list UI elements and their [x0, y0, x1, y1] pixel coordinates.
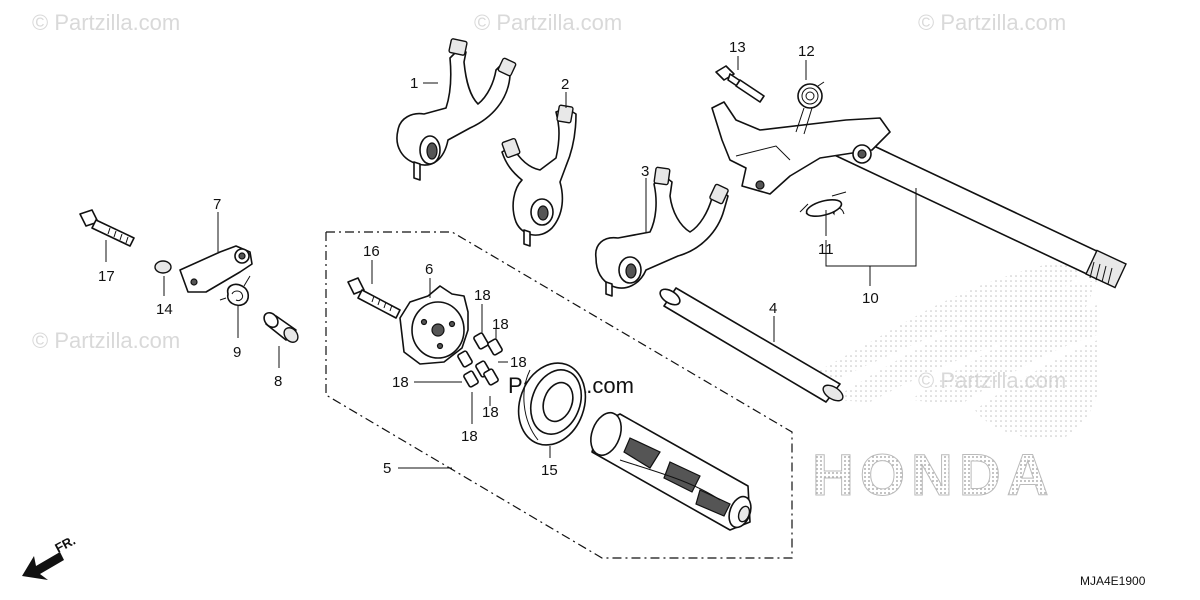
- callout-10: 10: [862, 290, 879, 307]
- callout-14: 14: [156, 301, 173, 318]
- callout-18-e: 18: [482, 404, 499, 421]
- front-direction-indicator: FR.: [22, 533, 78, 580]
- callout-16: 16: [363, 243, 380, 260]
- callout-17: 17: [98, 268, 115, 285]
- callout-18-a: 18: [474, 287, 491, 304]
- bolt-16: [347, 277, 401, 319]
- callout-2: 2: [561, 76, 569, 93]
- callout-labels: 1 2 3 4 5 6 7 8 9 10 11 12 13 14 15 16 1…: [98, 39, 879, 479]
- bolt-17: [79, 209, 135, 247]
- watermark-top-center: © Partzilla.com: [474, 10, 622, 35]
- spring-9: [219, 275, 251, 307]
- callout-18-c: 18: [510, 354, 527, 371]
- bolt-13: [715, 65, 765, 103]
- callout-12: 12: [798, 43, 815, 60]
- shift-fork-3: [594, 166, 729, 297]
- callout-18-b: 18: [492, 316, 509, 333]
- callout-5: 5: [383, 460, 391, 477]
- shift-drum: [590, 411, 752, 531]
- stopper-arm-7: [179, 245, 253, 293]
- assembly-outline-5: [325, 231, 793, 559]
- watermark-top-right: © Partzilla.com: [918, 10, 1066, 35]
- callout-4: 4: [769, 300, 777, 317]
- drum-center-6: [399, 285, 469, 365]
- front-label: FR.: [52, 533, 78, 556]
- callout-18-f: 18: [461, 428, 478, 445]
- callout-15: 15: [541, 462, 558, 479]
- bearing-15: [517, 362, 587, 446]
- callout-6: 6: [425, 261, 433, 278]
- pins-18: [457, 332, 503, 388]
- honda-logo-text: HONDA: [812, 443, 1055, 508]
- callout-9: 9: [233, 344, 241, 361]
- callout-1: 1: [410, 75, 418, 92]
- spring-11: [799, 191, 847, 218]
- honda-wing-logo: HONDA: [810, 258, 1098, 509]
- watermark-mid-left: © Partzilla.com: [32, 328, 180, 353]
- callout-11: 11: [818, 241, 834, 258]
- fork-shaft-4: [659, 287, 844, 403]
- washer-14: [154, 260, 172, 274]
- callout-7: 7: [213, 196, 221, 213]
- callout-8: 8: [274, 373, 282, 390]
- diagram-code: MJA4E1900: [1080, 574, 1146, 588]
- shift-fork-1: [396, 38, 517, 181]
- collar-8: [263, 311, 299, 343]
- gearshift-spindle-10: [711, 101, 1127, 289]
- return-spring-12: [795, 81, 825, 135]
- watermark-top-left: © Partzilla.com: [32, 10, 180, 35]
- shift-fork-2: [501, 104, 577, 247]
- callout-13: 13: [729, 39, 746, 56]
- callout-3: 3: [641, 163, 649, 180]
- front-arrow-icon: [22, 552, 64, 580]
- callout-18-d: 18: [392, 374, 409, 391]
- leader-lines: [105, 56, 917, 469]
